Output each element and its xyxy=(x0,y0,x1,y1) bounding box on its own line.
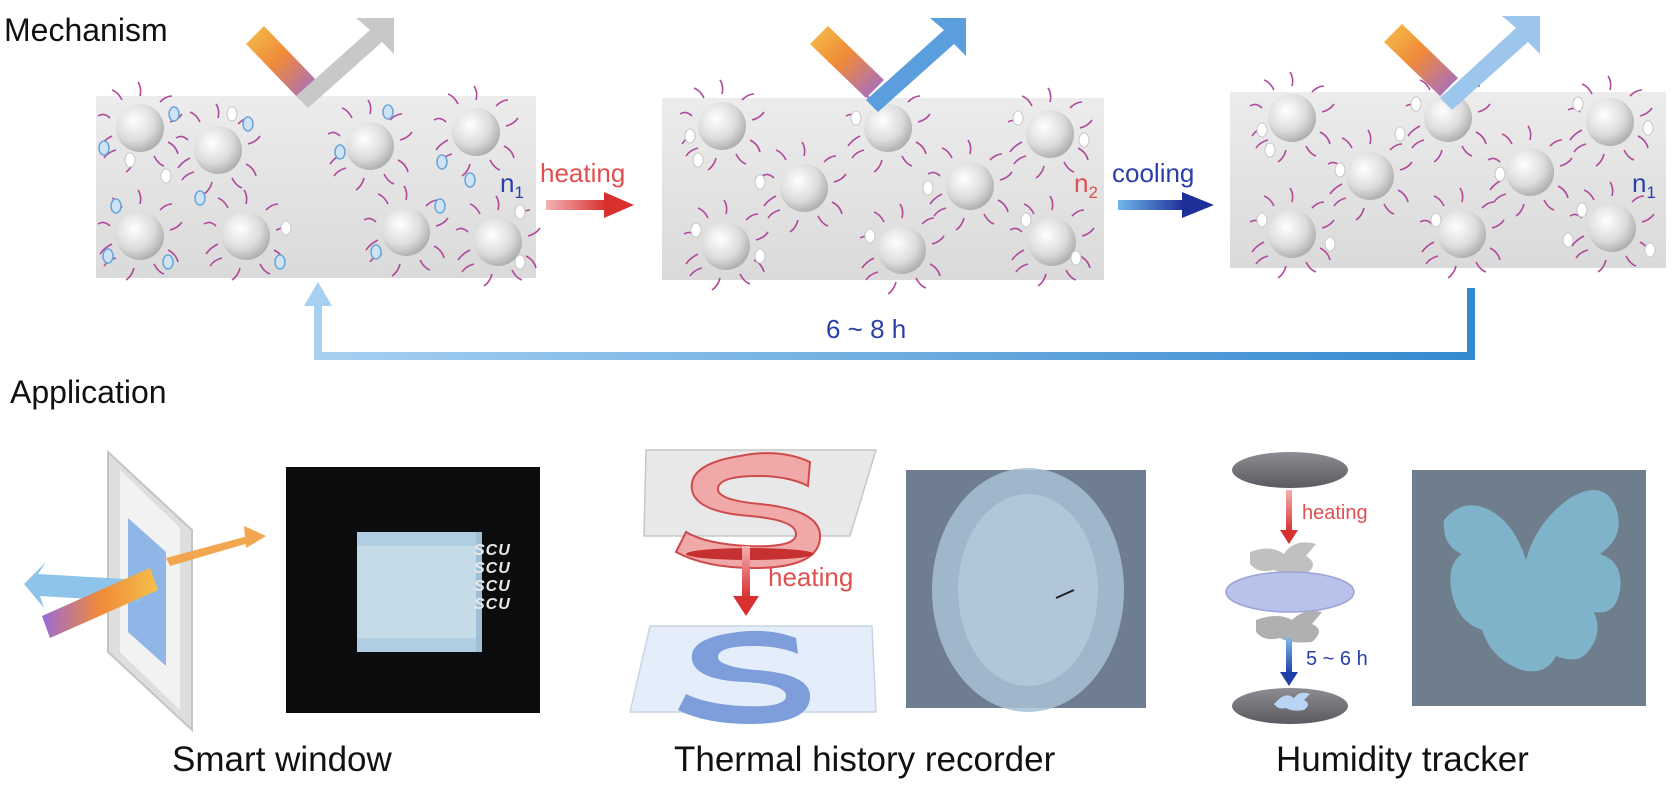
humidity-time-label: 5 ~ 6 h xyxy=(1306,648,1368,670)
heating-label: heating xyxy=(540,158,626,188)
humidity-tracker-caption: Humidity tracker xyxy=(1276,740,1529,779)
humidity-tracker-photo xyxy=(1412,470,1646,706)
humidity-tracker-schematic xyxy=(1225,452,1355,724)
thermal-recorder-caption: Thermal history recorder xyxy=(674,740,1056,779)
panel-3-index: n1 xyxy=(1632,168,1656,203)
heating-arrow xyxy=(546,192,634,218)
panel-2-index: n2 xyxy=(1074,168,1098,203)
thermal-recorder-schematic xyxy=(629,449,878,724)
smart-window-photo xyxy=(286,467,540,713)
mechanism-heading: Mechanism xyxy=(4,12,168,48)
return-arrow xyxy=(304,282,1475,360)
smart-window-caption: Smart window xyxy=(172,740,392,779)
application-heading: Application xyxy=(10,374,167,410)
mechanism-panel-1 xyxy=(96,18,541,287)
mechanism-diagram xyxy=(96,16,1666,360)
cooling-label: cooling xyxy=(1112,158,1195,188)
panel-1-index: n1 xyxy=(500,168,524,203)
thermal-recorder-photo xyxy=(906,468,1146,712)
mechanism-panel-2 xyxy=(662,18,1104,295)
return-time-label: 6 ~ 8 h xyxy=(826,314,907,344)
thermal-heating-label: heating xyxy=(768,562,854,592)
smart-window-sample-text: SCU SCU SCU SCU xyxy=(474,542,511,613)
smart-window-schematic xyxy=(24,449,266,733)
cooling-arrow xyxy=(1118,192,1214,218)
mechanism-panel-3 xyxy=(1230,16,1666,279)
humidity-heating-label: heating xyxy=(1302,502,1368,524)
application-illustrations xyxy=(24,449,1646,733)
